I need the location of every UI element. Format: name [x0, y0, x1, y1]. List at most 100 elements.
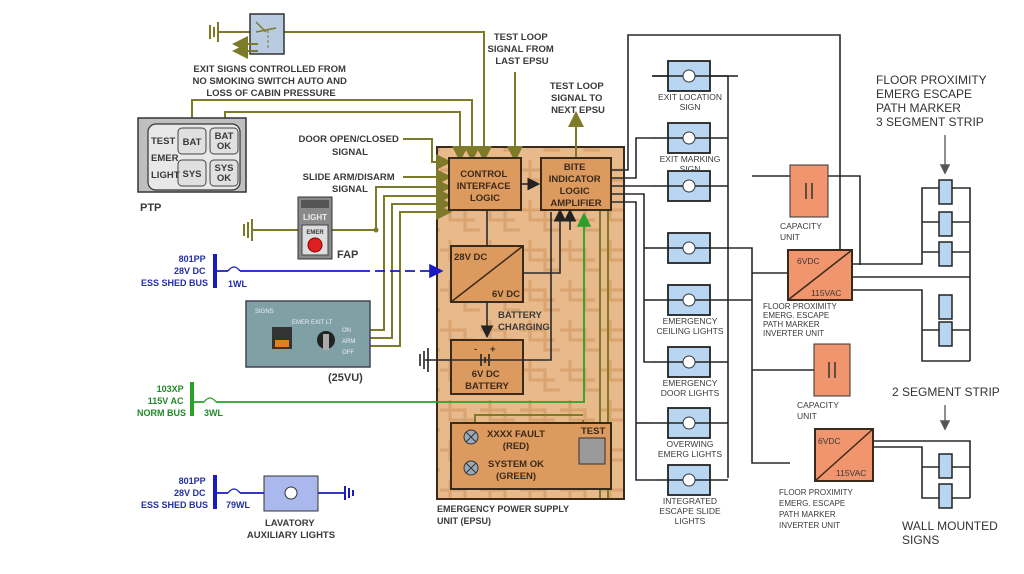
- capacity-unit-2: [813, 343, 851, 397]
- light-label: INTEGRATED: [663, 496, 717, 506]
- ptp-side-label: TEST EMER LIGHT: [151, 136, 181, 181]
- light-label: EMERGENCY: [663, 316, 718, 326]
- inverter-2-in: 6VDC: [818, 436, 841, 446]
- signs-panel-name: SIGNS: [255, 309, 274, 315]
- strip3-label: FLOOR PROXIMITY EMERG ESCAPE PATH MARKER…: [876, 73, 990, 129]
- control-label: CONTROL INTERFACE LOGIC: [457, 169, 513, 204]
- breaker-3wl: 3WL: [204, 408, 224, 418]
- fap-emer-label: EMER: [306, 230, 324, 236]
- converter-out-label: 6V DC: [492, 289, 520, 300]
- ground-icon: [419, 348, 429, 372]
- light-label: SIGN: [680, 164, 701, 174]
- slide-signal-label: SLIDE ARM/DISARM SIGNAL: [303, 172, 398, 195]
- path-marker-segment: [938, 211, 953, 237]
- fap-label: FAP: [337, 249, 358, 261]
- emer-light-button[interactable]: [307, 237, 323, 253]
- relay-note: EXIT SIGNS CONTROLLED FROM NO SMOKING SW…: [193, 64, 350, 99]
- test-loop-from-label: TEST LOOP SIGNAL FROM LAST EPSU: [488, 32, 557, 67]
- emergency-light-fixture: [652, 284, 728, 316]
- emergency-light-fixture: [652, 122, 728, 154]
- battery-label: 6V DC BATTERY: [465, 369, 509, 392]
- bite-indicator-logic-amplifier: [540, 157, 612, 211]
- emergency-light-fixture: [652, 60, 728, 92]
- cabin-pressure-relay: [232, 13, 285, 59]
- ptp-sys-ok-button[interactable]: [209, 159, 239, 187]
- fault-indicator-icon: [463, 429, 479, 445]
- light-label: EMERG LIGHTS: [658, 449, 723, 459]
- system-ok-indicator-icon: [463, 460, 479, 476]
- bus-3: [213, 475, 354, 512]
- fap-light-label: LIGHT: [303, 213, 327, 222]
- light-label: EXIT MARKING: [660, 154, 721, 164]
- ptp-bat-ok-button[interactable]: [209, 127, 239, 155]
- capacitor-icon: [828, 362, 836, 378]
- path-marker-segment: [938, 483, 953, 509]
- light-label: SIGN: [680, 102, 701, 112]
- path-marker-segment: [938, 179, 953, 205]
- ptp-panel: [137, 117, 247, 193]
- lavatory-label: LAVATORY AUXILIARY LIGHTS: [247, 518, 335, 541]
- inverter-2-label: FLOOR PROXIMITY EMERG. ESCAPE PATH MARKE…: [779, 488, 855, 530]
- test-loop-to-label: TEST LOOP SIGNAL TO NEXT EPSU: [550, 81, 606, 116]
- light-label: DOOR LIGHTS: [661, 388, 720, 398]
- emergency-light-fixture: [652, 346, 728, 378]
- wall-signs-label: WALL MOUNTED SIGNS: [902, 519, 1001, 547]
- strip2-label: 2 SEGMENT STRIP: [892, 385, 1000, 399]
- ptp-label: PTP: [140, 202, 161, 214]
- ptp-bat-button[interactable]: [177, 127, 207, 155]
- bus-2-label: 103XP 115V AC NORM BUS: [137, 384, 186, 418]
- ptp-sys-label: SYS: [182, 169, 201, 180]
- epsu-caption: EMERGENCY POWER SUPPLY UNIT (EPSU): [437, 504, 571, 526]
- bite-label: BITE INDICATOR LOGIC AMPLIFIER: [549, 162, 604, 209]
- path-marker-segment: [938, 241, 953, 267]
- capacitor-icon: [805, 183, 813, 199]
- battery-polarity: -+: [474, 344, 496, 355]
- ground-icon: [209, 22, 250, 42]
- ptp-sys-button[interactable]: [177, 159, 207, 187]
- bus-2: [190, 212, 592, 416]
- vu25-label: (25VU): [328, 372, 363, 384]
- battery-charging-label: BATTERY CHARGING: [498, 310, 550, 333]
- signs-panel-25vu: [245, 300, 371, 368]
- epsu-test-button[interactable]: [578, 437, 606, 465]
- switch-positions: ON ARM OFF: [342, 328, 357, 356]
- path-marker-segment: [938, 294, 953, 320]
- ground-icon: [243, 219, 298, 241]
- breaker-79wl: 79WL: [226, 500, 251, 510]
- inverter-1-in: 6VDC: [797, 256, 820, 266]
- bus-1: [213, 254, 444, 288]
- path-marker-segment: [938, 453, 953, 479]
- test-label: TEST: [581, 426, 605, 437]
- light-label: OVERWING: [666, 439, 713, 449]
- battery-6v: [450, 339, 524, 395]
- emergency-light-fixture: [652, 170, 728, 202]
- ptp-bat-label: BAT: [183, 137, 202, 148]
- breaker-1wl: 1WL: [228, 279, 248, 289]
- inverter-2-out: 115VAC: [836, 468, 866, 478]
- fault-label: XXXX FAULT(RED): [487, 429, 545, 452]
- fap-panel: [297, 196, 333, 260]
- light-label: ESCAPE SLIDE: [659, 506, 721, 516]
- light-label: EMERGENCY: [663, 378, 718, 388]
- converter-in-label: 28V DC: [454, 252, 487, 263]
- bus-3-label: 801PP 28V DC ESS SHED BUS: [141, 476, 208, 510]
- inverter-1-out: 115VAC: [811, 288, 841, 298]
- door-signal-label: DOOR OPEN/CLOSED SIGNAL: [299, 134, 402, 158]
- light-label: LIGHTS: [675, 516, 706, 526]
- emergency-light-fixture: [652, 407, 728, 439]
- path-marker-segment: [938, 321, 953, 347]
- light-label: CEILING LIGHTS: [656, 326, 723, 336]
- system-ok-label: SYSTEM OK(GREEN): [488, 459, 544, 482]
- bus-1-label: 801PP 28V DC ESS SHED BUS: [141, 254, 208, 288]
- switch-title: EMER EXIT LT: [292, 320, 333, 326]
- light-label: EXIT LOCATION: [658, 92, 722, 102]
- capacity-unit-1: [789, 164, 829, 218]
- emergency-light-fixture: [652, 232, 728, 264]
- control-interface-logic: [448, 157, 522, 211]
- inverter-1-label: FLOOR PROXIMITY EMERG. ESCAPE PATH MARKE…: [763, 302, 839, 338]
